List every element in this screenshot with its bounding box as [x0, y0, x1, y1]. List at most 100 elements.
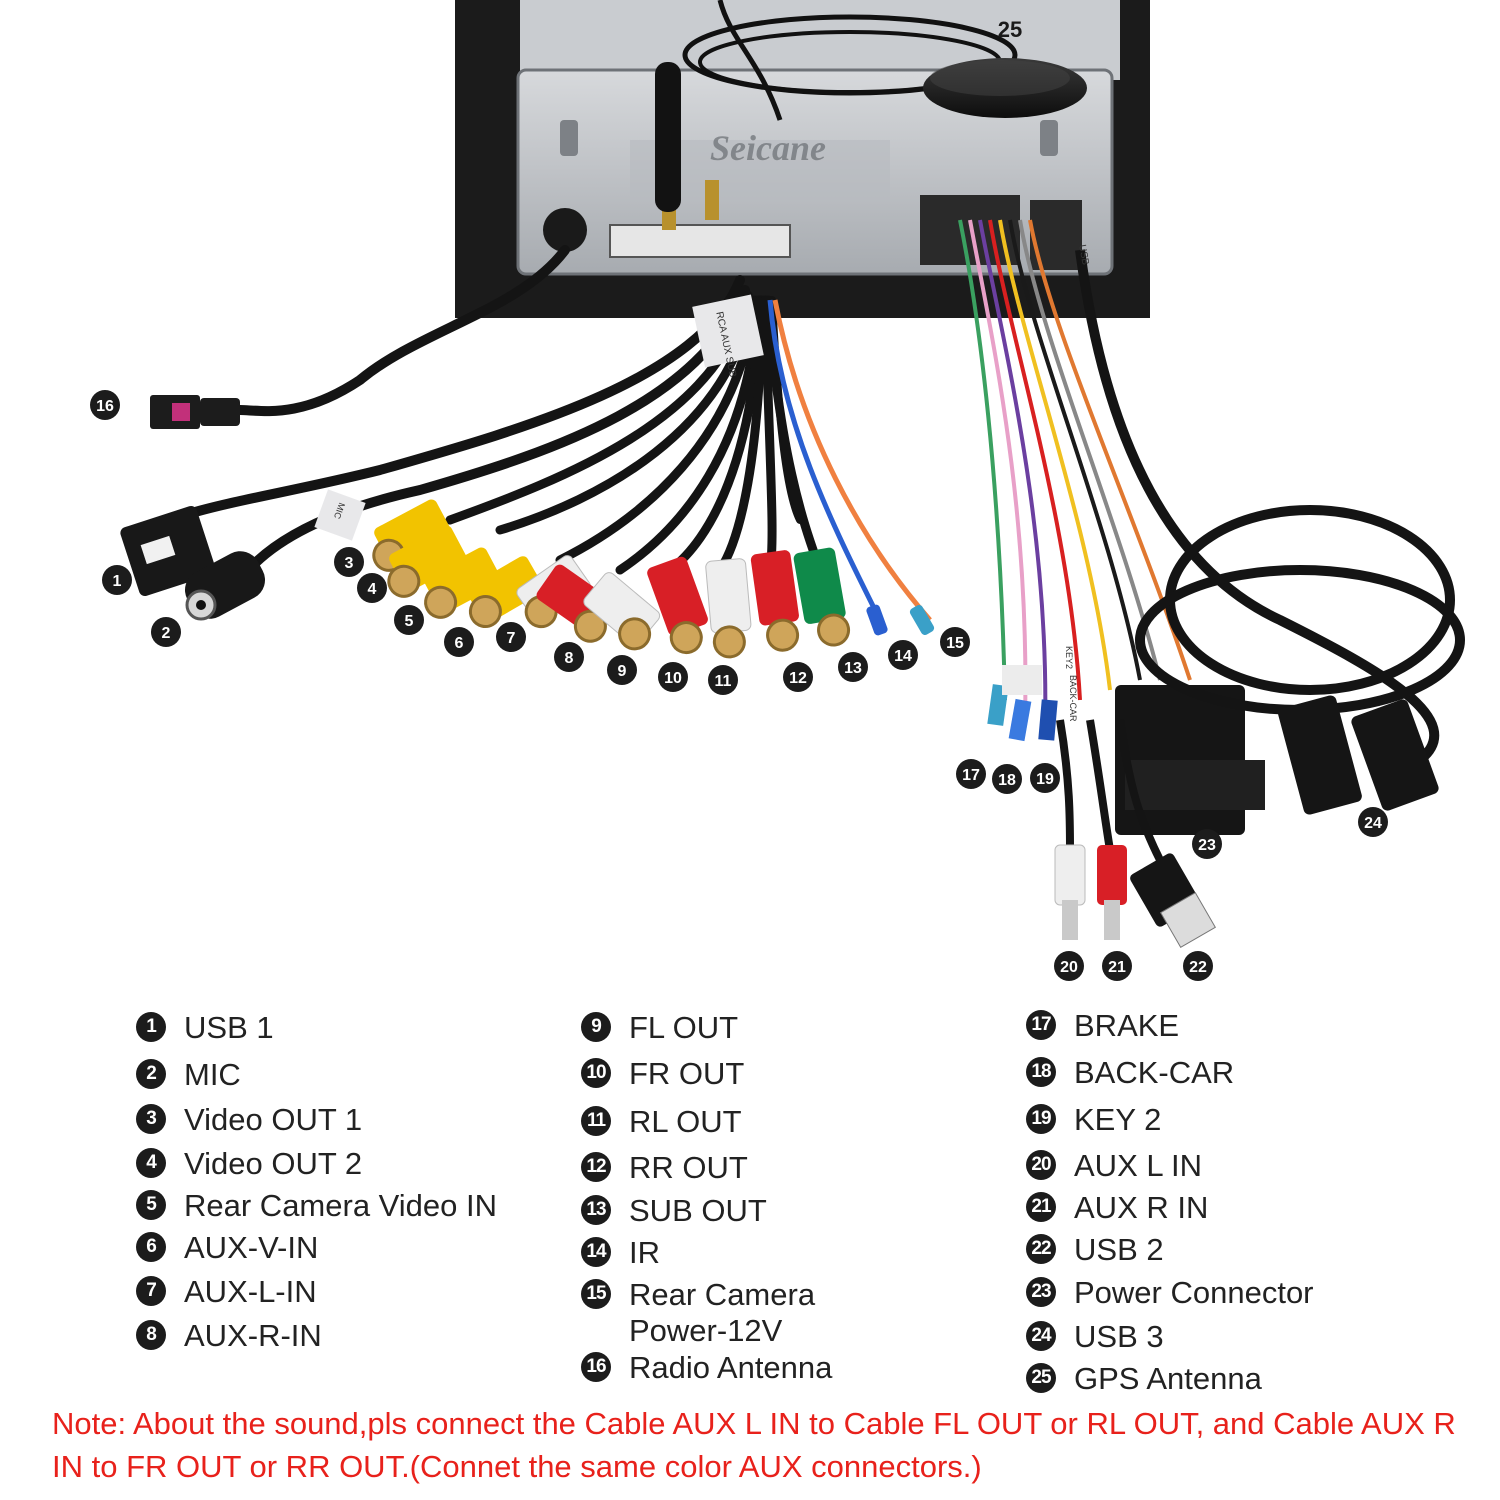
callout-10: 10 — [658, 662, 688, 692]
legend-item-21: 21 AUX R IN — [1026, 1190, 1208, 1226]
svg-text:18: 18 — [998, 772, 1016, 789]
svg-text:22: 22 — [1189, 959, 1207, 976]
callout-13: 13 — [838, 652, 868, 682]
legend-label: AUX R IN — [1074, 1190, 1209, 1225]
legend-number-badge: 7 — [136, 1276, 166, 1306]
cable-tag-left — [692, 294, 764, 368]
key-tag-text: KEY2 — [1064, 646, 1074, 669]
callout-20: 20 — [1054, 951, 1084, 981]
callout-8: 8 — [554, 642, 584, 672]
radio-antenna-connector — [150, 395, 240, 429]
legend-label: USB 2 — [1074, 1232, 1164, 1267]
svg-text:19: 19 — [1036, 771, 1054, 788]
svg-text:23: 23 — [1198, 837, 1216, 854]
svg-text:3: 3 — [345, 555, 354, 572]
legend-label: USB 3 — [1074, 1319, 1164, 1354]
svg-text:17: 17 — [962, 767, 980, 784]
legend-number-badge: 15 — [581, 1279, 611, 1309]
svg-text:15: 15 — [946, 635, 964, 652]
svg-text:16: 16 — [96, 398, 114, 415]
gps-antenna — [682, 0, 1087, 121]
svg-text:24: 24 — [1364, 815, 1382, 832]
legend-number-badge: 11 — [581, 1106, 611, 1136]
legend-item-23: 23 Power Connector — [1026, 1275, 1314, 1311]
callout-19: 19 — [1030, 763, 1060, 793]
rca-connectors — [372, 499, 935, 659]
legend-item-17: 17 BRAKE — [1026, 1008, 1179, 1044]
usb-tag-text: USB — [1076, 244, 1090, 266]
callout-2: 2 — [151, 617, 181, 647]
legend-number-badge: 2 — [136, 1059, 166, 1089]
callout-23: 23 — [1192, 829, 1222, 859]
svg-text:7: 7 — [507, 630, 516, 647]
legend-number-badge: 19 — [1026, 1104, 1056, 1134]
legend-label: AUX-V-IN — [184, 1230, 319, 1265]
svg-text:11: 11 — [715, 673, 732, 690]
legend-label: RR OUT — [629, 1150, 748, 1185]
svg-text:8: 8 — [565, 650, 574, 667]
callout-7: 7 — [496, 622, 526, 652]
svg-text:21: 21 — [1108, 959, 1126, 976]
legend-number-badge: 16 — [581, 1352, 611, 1382]
legend-number-badge: 23 — [1026, 1277, 1056, 1307]
callout-6: 6 — [444, 627, 474, 657]
legend-item-19: 19 KEY 2 — [1026, 1102, 1161, 1138]
legend-number-badge: 10 — [581, 1058, 611, 1088]
callout-22: 22 — [1183, 951, 1213, 981]
aux-in-usb2-plugs — [1054, 719, 1217, 949]
legend-number-badge: 6 — [136, 1232, 166, 1262]
callout-25: 25 — [998, 17, 1022, 42]
camera-power-wire — [772, 299, 932, 622]
legend-label: AUX-R-IN — [184, 1318, 322, 1353]
legend-label: BRAKE — [1074, 1008, 1180, 1043]
legend-number-badge: 12 — [581, 1152, 611, 1182]
legend-label: USB 1 — [184, 1010, 274, 1045]
legend-label: Video OUT 2 — [184, 1146, 363, 1181]
power-connector — [1115, 685, 1265, 835]
callout-9: 9 — [607, 655, 637, 685]
svg-text:4: 4 — [368, 581, 377, 598]
callout-15: 15 — [940, 627, 970, 657]
callout-12: 12 — [783, 662, 813, 692]
legend-number-badge: 24 — [1026, 1321, 1056, 1351]
callout-24: 24 — [1358, 807, 1388, 837]
back-car-tag-text: BACK-CAR — [1068, 675, 1078, 722]
brand-watermark: Seicane — [710, 128, 826, 168]
svg-text:6: 6 — [455, 635, 464, 652]
legend-item-13: 13 SUB OUT — [581, 1193, 767, 1229]
legend-number-badge: 13 — [581, 1195, 611, 1225]
legend-number-badge: 17 — [1026, 1010, 1056, 1040]
legend-number-badge: 18 — [1026, 1057, 1056, 1087]
legend-number-badge: 22 — [1026, 1234, 1056, 1264]
callout-1: 1 — [102, 565, 132, 595]
legend-label: SUB OUT — [629, 1193, 767, 1228]
legend-label: Power Connector — [1074, 1275, 1314, 1310]
legend-label: Rear Camera Power-12V — [629, 1277, 816, 1348]
svg-text:20: 20 — [1060, 959, 1078, 976]
legend-item-22: 22 USB 2 — [1026, 1232, 1164, 1268]
legend-item-15: 15 Rear Camera Power-12V — [581, 1277, 815, 1349]
legend-label: KEY 2 — [1074, 1102, 1162, 1137]
legend-label: IR — [629, 1235, 660, 1270]
callout-4: 4 — [357, 573, 387, 603]
wiring-harness-photo: Seicane RCA AUX SUB MIC — [90, 0, 1465, 981]
legend-number-badge: 8 — [136, 1320, 166, 1350]
legend-label: RL OUT — [629, 1104, 742, 1139]
legend-number-badge: 21 — [1026, 1192, 1056, 1222]
callout-14: 14 — [888, 640, 918, 670]
sound-connection-note: Note: About the sound,pls connect the Ca… — [52, 1406, 1456, 1484]
legend-number-badge: 9 — [581, 1012, 611, 1042]
legend-number-badge: 25 — [1026, 1363, 1056, 1393]
head-unit: Seicane — [455, 0, 1150, 318]
legend-label: AUX L IN — [1074, 1148, 1203, 1183]
